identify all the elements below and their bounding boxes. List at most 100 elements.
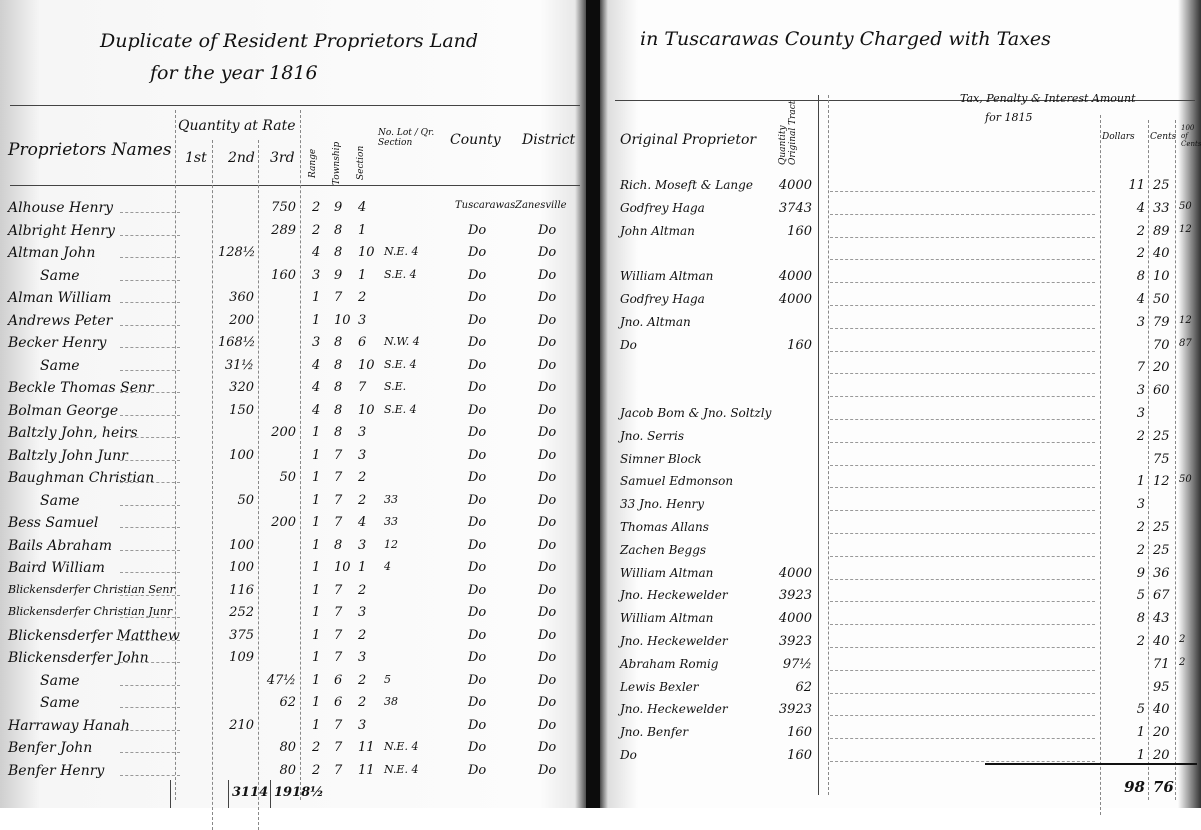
tax-dollars: 2 [1136, 634, 1145, 649]
section: 11 [358, 762, 375, 778]
tax-dollars: 2 [1136, 223, 1145, 239]
col-district: District [522, 132, 576, 148]
tax-dollars: 2 [1136, 428, 1145, 444]
proprietor-name: Blickensderfer Matthew [8, 627, 180, 644]
leader-dots [830, 191, 1095, 192]
proprietor-name: Blickensderfer John [8, 650, 149, 666]
title-line-1: Duplicate of Resident Proprietors Land [100, 30, 479, 52]
township: 7 [334, 582, 343, 598]
leader-dots [120, 684, 180, 686]
district: Do [538, 222, 557, 238]
tax-cents: 10 [1153, 269, 1170, 285]
section: 2 [358, 470, 367, 485]
leader-dots [120, 482, 180, 483]
tax-cents: 67 [1153, 588, 1170, 604]
county: Do [468, 740, 487, 755]
district: Do [538, 447, 557, 463]
leader-dots [830, 578, 1095, 580]
proprietor-name: Same [40, 357, 80, 374]
section: 3 [358, 447, 367, 463]
county: Do [468, 582, 487, 598]
range: 1 [312, 560, 321, 575]
proprietor-name: Same [40, 672, 80, 689]
leader-dots [830, 350, 1095, 352]
total-cents: 76 [1153, 778, 1174, 796]
township: 7 [334, 447, 343, 463]
left-ledger-page [0, 0, 588, 808]
range: 1 [312, 717, 321, 733]
proprietor-name: Bolman George [8, 402, 119, 419]
tax-dollars: 3 [1136, 383, 1145, 399]
lot-quarter-section: 38 [384, 695, 398, 708]
section: 10 [358, 357, 375, 373]
header-rule [615, 100, 1195, 101]
quantity-3rd: 750 [271, 200, 296, 215]
leader-dots [120, 639, 180, 641]
col-range: Range [308, 148, 318, 178]
col-hundredths: 100 of Cents [1181, 124, 1201, 148]
county: Do [468, 312, 487, 328]
tax-cents: 40 [1153, 634, 1170, 649]
original-tract-quantity: 3923 [778, 702, 812, 718]
leader-dots [830, 487, 1095, 489]
proprietor-name: Baird William [8, 560, 105, 576]
column-rule [1148, 120, 1150, 800]
district: Do [538, 312, 557, 328]
section: 7 [358, 380, 367, 395]
tax-cents: 25 [1153, 428, 1170, 444]
district: Do [538, 560, 557, 575]
leader-dots [120, 774, 180, 776]
leader-dots [120, 392, 180, 393]
leader-dots [830, 236, 1095, 238]
county: Do [468, 672, 487, 688]
county: Do [468, 515, 487, 530]
leader-dots [830, 624, 1095, 626]
tax-hundredths: 2 [1179, 656, 1186, 668]
county: Do [468, 425, 487, 440]
section: 3 [358, 312, 367, 328]
range: 1 [312, 447, 321, 463]
quantity-2nd: 128½ [218, 245, 256, 260]
section: 3 [358, 717, 367, 733]
district: Zanesville [515, 200, 567, 211]
district: Do [538, 695, 557, 710]
quantity-3rd: 80 [279, 740, 296, 755]
tax-cents: 60 [1153, 383, 1170, 399]
leader-dots [120, 662, 180, 663]
range: 3 [312, 267, 321, 283]
original-proprietor: Rich. Moseft & Lange [620, 178, 753, 192]
leader-dots [830, 327, 1095, 329]
county: Do [468, 605, 487, 620]
leader-dots [120, 347, 180, 348]
range: 1 [312, 537, 321, 553]
township: 8 [334, 537, 343, 553]
quantity-2nd: 109 [229, 650, 254, 665]
section: 4 [358, 515, 367, 530]
tax-cents: 12 [1153, 474, 1170, 490]
tax-cents: 89 [1153, 223, 1170, 239]
range: 1 [312, 672, 321, 688]
township: 6 [334, 695, 343, 710]
tax-dollars: 7 [1136, 360, 1145, 376]
county: Do [468, 402, 487, 418]
col-2nd: 2nd [228, 150, 255, 166]
original-tract-quantity: 3923 [778, 588, 812, 604]
tax-cents: 25 [1153, 178, 1170, 193]
col-cents: Cents [1150, 132, 1177, 142]
title-line-2: for the year 1816 [150, 62, 318, 84]
lot-quarter-section: N.E. 4 [384, 740, 419, 753]
leader-dots [830, 259, 1095, 261]
original-proprietor: Do [620, 337, 637, 352]
tax-cents: 33 [1153, 200, 1170, 216]
quantity-2nd: 210 [229, 717, 254, 733]
tax-cents: 70 [1153, 337, 1170, 353]
tax-cents: 71 [1153, 656, 1170, 672]
lot-quarter-section: 33 [384, 492, 398, 506]
leader-dots [120, 707, 180, 708]
proprietor-name: Benfer Henry [8, 762, 105, 779]
original-proprietor: Jno. Heckewelder [620, 588, 728, 603]
range: 3 [312, 335, 321, 350]
leader-dots [830, 282, 1095, 284]
township: 8 [334, 402, 343, 418]
township: 7 [334, 650, 343, 665]
